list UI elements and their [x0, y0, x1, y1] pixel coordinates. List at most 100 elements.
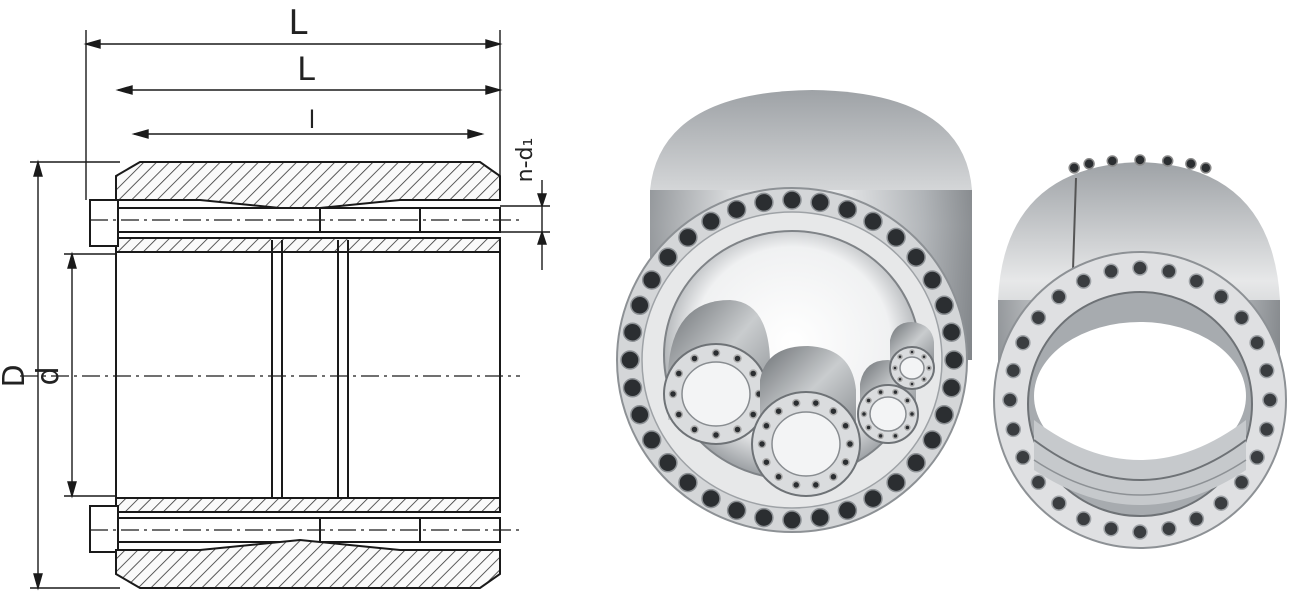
screw-head: [877, 388, 884, 396]
nested-unit-left: [663, 300, 770, 445]
screw-head: [690, 425, 699, 434]
screw-head: [934, 404, 954, 425]
face-hole: [1051, 495, 1067, 511]
face-hole: [1258, 362, 1275, 379]
label-overall-length: L: [289, 3, 308, 43]
screw-head: [892, 432, 899, 440]
inner-ring-bottom: [115, 497, 501, 513]
screw-head: [892, 365, 898, 371]
screw-head: [690, 354, 699, 363]
screw-head: [941, 378, 962, 398]
face-hole: [1103, 520, 1119, 537]
center-grooves: [271, 240, 349, 500]
screw-head: [1068, 162, 1080, 174]
screw-head: [811, 398, 821, 408]
face-hole: [1005, 362, 1022, 379]
screw-head: [922, 270, 943, 290]
screw-head: [908, 410, 916, 418]
screw-head: [886, 227, 906, 248]
screw-head: [641, 270, 662, 290]
product-photo: [616, 90, 1287, 549]
screw-head: [829, 472, 838, 482]
screw-head: [782, 510, 802, 530]
screw-head: [877, 432, 884, 440]
screw-head: [791, 480, 801, 490]
screw-head: [622, 378, 643, 398]
face-hole: [1002, 392, 1018, 408]
face-hole: [1188, 273, 1205, 289]
screw-head: [837, 199, 858, 220]
face-hole: [1233, 474, 1250, 491]
face-hole: [1262, 392, 1278, 408]
screw-head: [674, 410, 684, 419]
small-unit-top-screws: [1068, 154, 1212, 174]
outer-ring-bottom: [115, 538, 501, 589]
screw-head: [865, 397, 872, 404]
screw-head: [1106, 155, 1119, 167]
screw-head: [926, 365, 932, 371]
screw-head: [1185, 158, 1197, 170]
dimension-lines-right: [500, 180, 550, 270]
face-hole: [1161, 263, 1177, 280]
screw-head: [811, 480, 821, 490]
screw-head: [892, 388, 899, 396]
small-locking-unit: [993, 154, 1287, 549]
face-hole: [1213, 289, 1229, 305]
face-hole: [1051, 289, 1067, 305]
face-hole: [1132, 524, 1148, 540]
screw-head: [863, 211, 883, 232]
screw-head: [1200, 162, 1212, 174]
screw-head: [754, 507, 774, 528]
screw-head: [886, 472, 906, 493]
screw-head: [1161, 155, 1174, 167]
screw-head: [909, 349, 915, 355]
screw-head: [921, 376, 927, 383]
screw-head: [904, 397, 911, 404]
screw-head: [762, 421, 771, 431]
screw-head: [922, 430, 943, 450]
screw-head: [658, 247, 678, 267]
screw-head: [897, 376, 903, 383]
screw-head: [921, 353, 927, 360]
label-contact-length: l: [309, 106, 316, 134]
face-hole: [1213, 495, 1229, 511]
screw-head: [845, 439, 855, 449]
face-hole: [1188, 511, 1205, 527]
label-inner-diameter: d: [31, 366, 66, 385]
screw-head: [620, 350, 640, 370]
screw-head: [658, 453, 678, 473]
face-hole: [1161, 520, 1177, 537]
screw-head: [906, 247, 926, 267]
screw-head: [863, 488, 883, 509]
face-hole: [1103, 263, 1119, 280]
screw-head: [860, 410, 868, 418]
small-unit-face-holes: [1002, 260, 1278, 540]
screw-head: [668, 389, 678, 399]
screw-head: [841, 457, 850, 467]
screw-head: [754, 192, 774, 213]
screw-row-top: [89, 199, 520, 247]
technical-drawing: L L l D d n-d₁: [0, 3, 550, 591]
screw-head: [897, 353, 903, 360]
screw-row-bottom: [89, 505, 520, 553]
face-hole: [1030, 309, 1047, 326]
screw-head: [678, 227, 698, 248]
dimension-lines-left: [30, 159, 120, 591]
screw-head: [711, 430, 721, 440]
face-hole: [1258, 421, 1275, 438]
large-locking-unit: [616, 90, 972, 533]
screw-head: [941, 322, 962, 342]
screw-head: [701, 488, 721, 509]
nested-unit-top-right: [889, 322, 935, 390]
screw-head: [904, 424, 911, 431]
screw-head: [810, 507, 830, 528]
face-hole: [1075, 511, 1092, 527]
screw-head: [622, 322, 643, 342]
outer-ring-top: [115, 161, 501, 212]
nested-unit-center: [751, 346, 861, 497]
screw-head: [726, 500, 747, 521]
large-unit-screw-ring: [620, 190, 964, 530]
screw-head: [674, 369, 684, 378]
screw-head: [865, 424, 872, 431]
